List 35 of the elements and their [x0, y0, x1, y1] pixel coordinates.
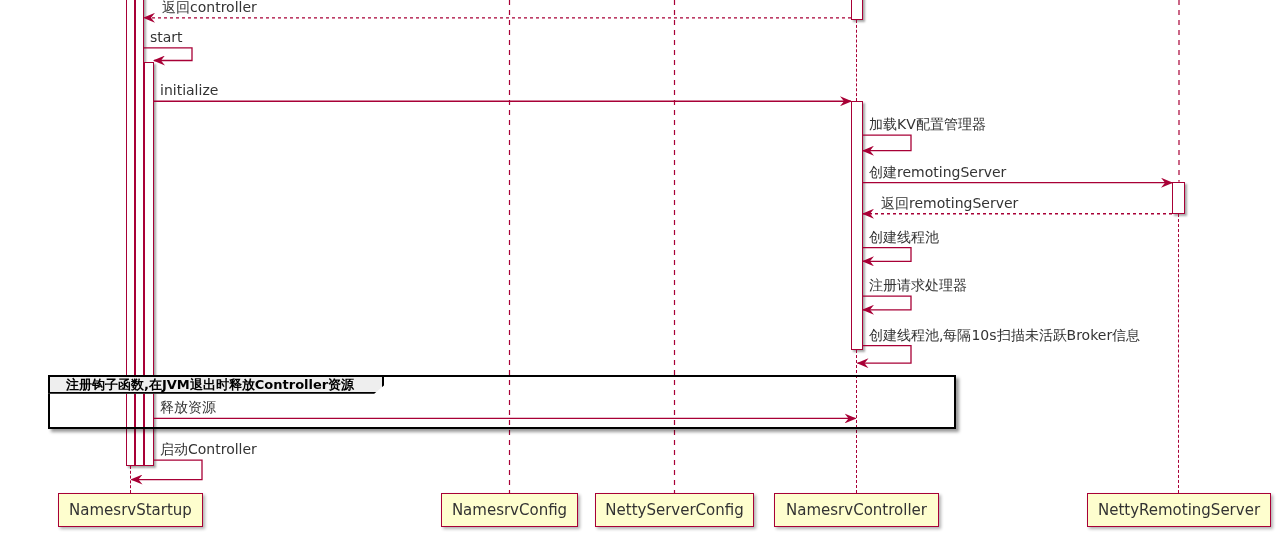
message-arrow: [862, 247, 912, 267]
message-label: start: [150, 28, 183, 46]
lifeline: [129, 465, 132, 494]
participant-box: NamesrvController: [774, 493, 939, 528]
message-label: 创建线程池,每隔10s扫描未活跃Broker信息: [869, 326, 1141, 344]
lifeline: [1178, 213, 1180, 494]
activation-bar: [851, 101, 863, 350]
frame-title: 注册钩子函数,在JVM退出时释放Controller资源: [48, 374, 385, 394]
message-label: 返回remotingServer: [881, 194, 1019, 212]
message-label: 注册请求处理器: [869, 277, 967, 295]
message-arrow: [153, 96, 852, 107]
message-label: 创建线程池: [869, 228, 939, 246]
message-label: 返回controller: [162, 0, 257, 16]
return-arrow: [143, 12, 852, 23]
message-arrow: [143, 47, 193, 66]
message-arrow: [862, 177, 1173, 188]
message-arrow: [856, 345, 912, 369]
lifeline: [855, 19, 858, 102]
message-label: 创建remotingServer: [869, 163, 1007, 181]
participant-box: NamesrvStartup: [58, 493, 203, 528]
message-arrow: [130, 459, 203, 485]
participant-box: NamesrvConfig: [441, 493, 578, 528]
message-label: 释放资源: [160, 399, 216, 417]
activation-bar: [851, 0, 863, 20]
return-arrow: [862, 208, 1173, 219]
activation-bar: [1172, 181, 1185, 214]
message-arrow: [153, 413, 857, 424]
lifeline: [855, 349, 858, 494]
participant-box: NettyRemotingServer: [1087, 493, 1271, 528]
message-label: initialize: [160, 82, 219, 100]
message-arrow: [862, 295, 912, 315]
participant-box: NettyServerConfig: [595, 493, 754, 528]
message-arrow: [862, 134, 912, 156]
message-label: 加载KV配置管理器: [869, 116, 986, 134]
message-label: 启动Controller: [160, 441, 257, 459]
